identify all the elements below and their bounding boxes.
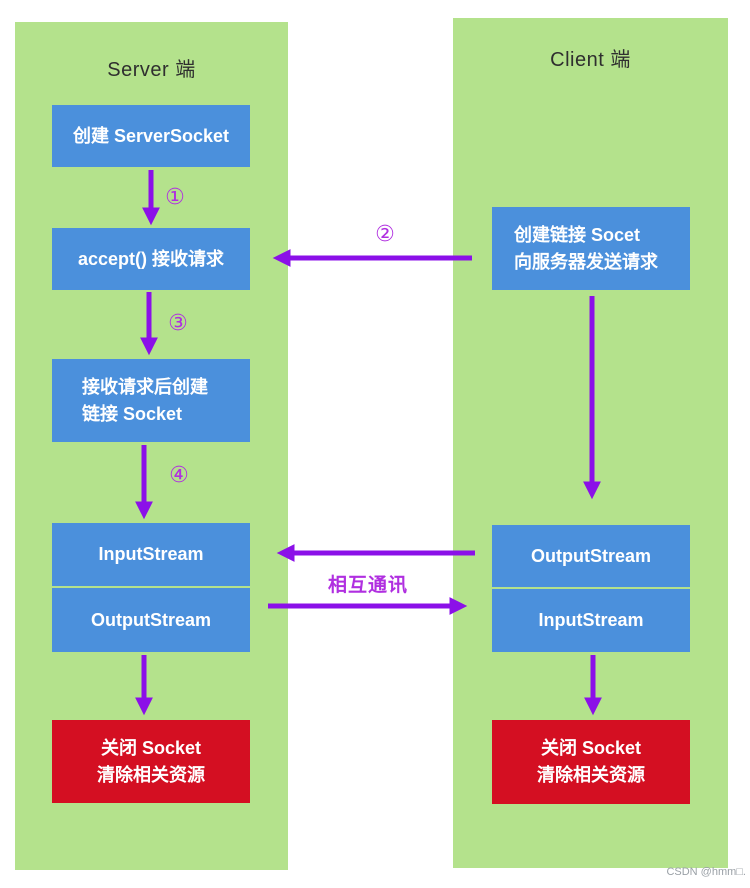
server-inputstream-box: InputStream <box>52 523 250 586</box>
server-close-line1: 关闭 Socket <box>100 737 202 758</box>
server-accept-box: accept() 接收请求 <box>52 228 250 290</box>
client-inputstream-label: InputStream <box>538 610 644 630</box>
server-accept-label: accept() 接收请求 <box>77 248 225 269</box>
server-close-socket-box: 关闭 Socket 清除相关资源 <box>52 720 250 803</box>
client-create-socket-line1: 创建链接 Socet <box>514 224 641 245</box>
step-4-label: ④ <box>169 462 189 487</box>
server-outputstream-box: OutputStream <box>52 588 250 652</box>
server-create-serversocket-box: 创建 ServerSocket <box>52 105 250 167</box>
client-close-line2: 清除相关资源 <box>537 765 645 785</box>
server-create-socket-box: 接收请求后创建 链接 Socket <box>52 359 250 442</box>
client-create-socket-line2: 向服务器发送请求 <box>514 251 658 272</box>
client-panel-title: Client 端 <box>550 49 631 71</box>
step-1-label: ① <box>165 184 185 209</box>
server-outputstream-label: OutputStream <box>90 609 211 630</box>
server-create-serversocket-label: 创建 ServerSocket <box>72 125 230 146</box>
client-inputstream-box: InputStream <box>492 589 690 652</box>
step-2-label: ② <box>375 221 395 246</box>
mutual-communication-label: 相互通讯 <box>327 575 409 596</box>
server-inputstream-label: InputStream <box>98 544 204 564</box>
client-outputstream-label: OutputStream <box>530 545 651 566</box>
csdn-watermark: CSDN @hmm□. <box>666 866 746 878</box>
server-panel-title: Server 端 <box>107 59 196 81</box>
step-3-label: ③ <box>168 310 188 335</box>
server-close-line2: 清除相关资源 <box>97 764 205 785</box>
client-close-socket-box: 关闭 Socket 清除相关资源 <box>492 720 690 804</box>
client-close-line1: 关闭 Socket <box>540 738 642 758</box>
client-create-socket-box: 创建链接 Socet 向服务器发送请求 <box>492 207 690 290</box>
client-outputstream-box: OutputStream <box>492 525 690 587</box>
server-create-socket-line1: 接收请求后创建 <box>82 376 208 397</box>
server-create-socket-line2: 链接 Socket <box>82 403 183 424</box>
